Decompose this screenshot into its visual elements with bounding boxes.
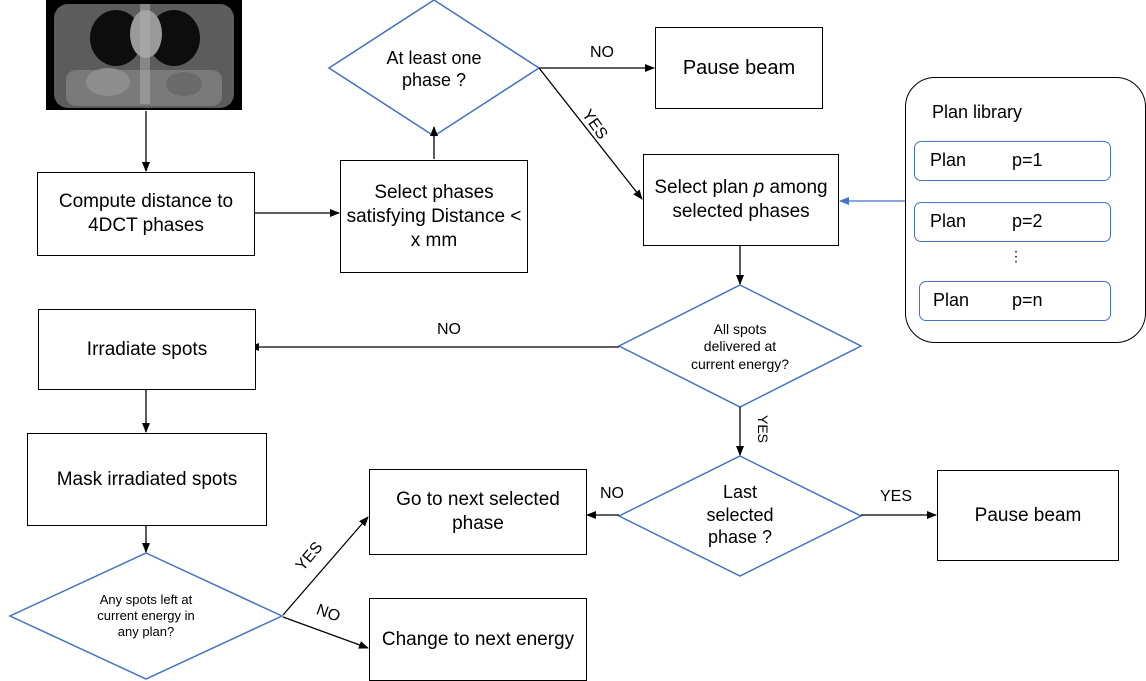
change-energy-text: Change to next energy xyxy=(381,628,575,650)
select-plan-box: Select plan p among selected phases xyxy=(643,154,839,246)
compute-distance-box: Compute distance to 4DCT phases xyxy=(37,172,255,256)
arrow-yes-go-next xyxy=(282,516,369,616)
plan-item-2: Plan p=2 xyxy=(914,202,1111,242)
plan-item-1-label: Plan xyxy=(930,150,967,170)
plan-item-n-index: p=n xyxy=(1012,290,1043,310)
irradiate-spots-box: Irradiate spots xyxy=(38,309,256,390)
decision-at-least-one: At least one phase ? xyxy=(380,24,488,114)
mask-spots-box: Mask irradiated spots xyxy=(27,433,267,526)
label-no-irradiate: NO xyxy=(437,321,461,338)
pause-beam-bottom-text: Pause beam xyxy=(974,504,1082,526)
ct-scan-image xyxy=(46,0,242,110)
decision-any-spots-text: Any spots left at current energy in any … xyxy=(97,591,195,640)
go-next-phase-box: Go to next selected phase xyxy=(369,469,587,555)
arrow-yes-select-plan xyxy=(538,67,643,200)
select-phases-box: Select phases satisfying Distance < x mm xyxy=(340,160,528,273)
select-phases-text: Select phases satisfying Distance < x mm xyxy=(346,181,522,251)
pause-beam-top-box: Pause beam xyxy=(655,27,823,109)
decision-at-least-one-text: At least one phase ? xyxy=(386,47,482,91)
label-no-pause-top: NO xyxy=(590,44,614,61)
decision-any-spots: Any spots left at current energy in any … xyxy=(86,570,206,662)
decision-last-phase-shape xyxy=(617,455,863,577)
plan-item-2-index: p=2 xyxy=(1012,211,1043,231)
decision-any-spots-shape xyxy=(8,552,284,680)
plan-item-n: Plan p=n xyxy=(919,281,1111,321)
decision-last-phase: Last selected phase ? xyxy=(690,470,790,560)
mask-spots-text: Mask irradiated spots xyxy=(56,468,238,490)
irradiate-spots-text: Irradiate spots xyxy=(86,338,208,360)
pause-beam-top-text: Pause beam xyxy=(682,57,796,79)
plan-item-n-label: Plan xyxy=(933,290,970,310)
decision-all-spots-text: All spots delivered at current energy? xyxy=(690,320,790,372)
arrow-no-change-energy xyxy=(282,616,369,649)
plan-library-title: Plan library xyxy=(932,102,1023,122)
plan-item-1: Plan p=1 xyxy=(914,141,1111,181)
plan-item-2-label: Plan xyxy=(930,211,967,231)
label-no-go-next: NO xyxy=(600,485,624,502)
label-yes-pause-bottom: YES xyxy=(880,488,913,505)
change-energy-box: Change to next energy xyxy=(369,598,587,681)
compute-distance-text: Compute distance to 4DCT phases xyxy=(58,191,234,236)
label-yes-last-phase: YES xyxy=(755,414,772,444)
decision-all-spots: All spots delivered at current energy? xyxy=(685,302,795,392)
go-next-phase-text: Go to next selected phase xyxy=(396,489,560,534)
decision-last-phase-text: Last selected phase ? xyxy=(706,482,774,548)
plan-item-1-index: p=1 xyxy=(1012,150,1043,170)
select-plan-text: Select plan p among selected phases xyxy=(654,177,828,222)
plan-library-panel: Plan library Plan p=1 Plan p=2 ⋮ Plan p=… xyxy=(905,77,1146,343)
plan-library-ellipsis: ⋮ xyxy=(1009,248,1023,264)
pause-beam-bottom-box: Pause beam xyxy=(937,470,1119,561)
